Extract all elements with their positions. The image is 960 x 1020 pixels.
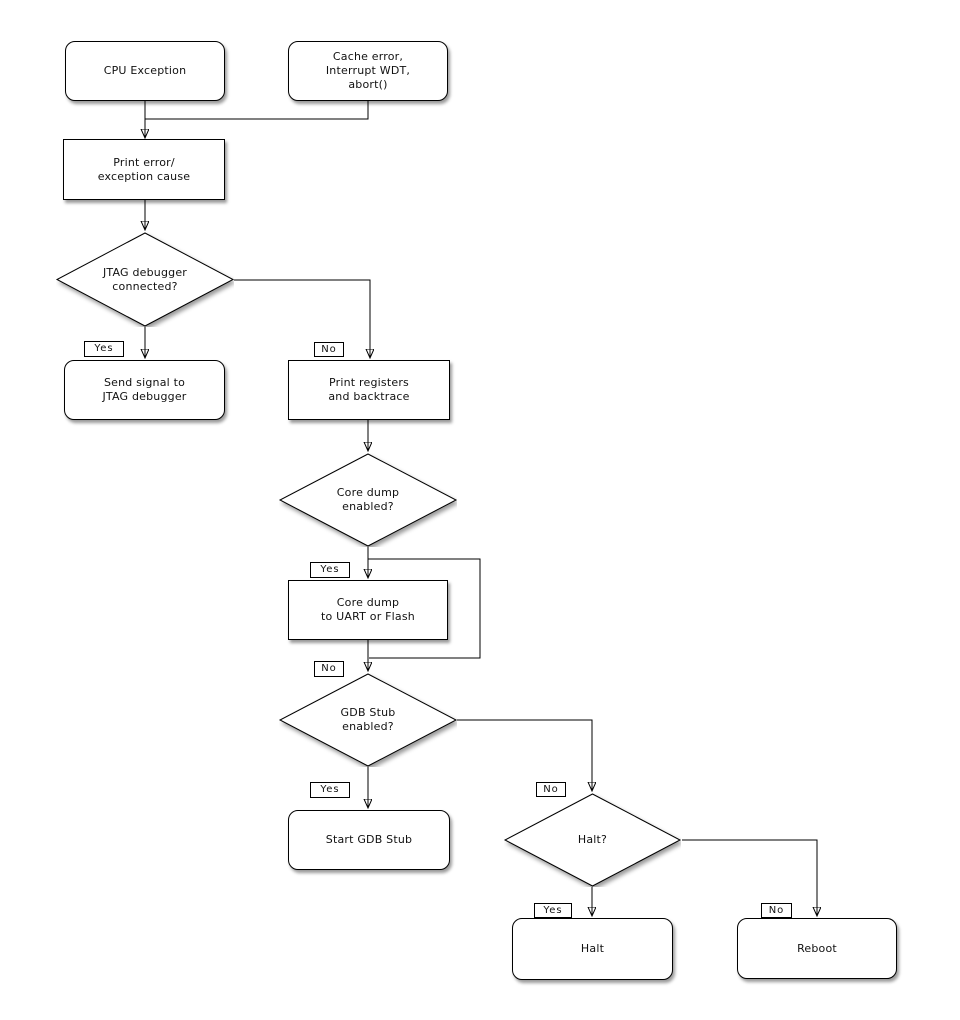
node-cpu-exception: CPU Exception bbox=[65, 41, 225, 101]
node-gdb-stub-enabled: GDB Stub enabled? bbox=[279, 673, 457, 767]
node-print-registers: Print registers and backtrace bbox=[288, 360, 450, 420]
node-print-error-label: Print error/ exception cause bbox=[97, 155, 191, 183]
node-halt: Halt bbox=[512, 918, 673, 980]
diamond-shape bbox=[504, 793, 681, 887]
node-start-gdb-stub-label: Start GDB Stub bbox=[325, 833, 413, 846]
node-halt-question-label: Halt? bbox=[577, 833, 608, 846]
edge-core-dump-no-bypass bbox=[368, 558, 481, 659]
diamond-shape bbox=[56, 232, 234, 327]
node-jtag-connected: JTAG debugger connected? bbox=[56, 232, 234, 327]
node-core-dump-label: Core dump to UART or Flash bbox=[321, 596, 415, 623]
edge-label-halt-yes: Yes bbox=[534, 903, 572, 918]
diamond-shape bbox=[279, 673, 457, 767]
edge-label-gdb-no: No bbox=[536, 782, 566, 797]
edge-halt-no-to-reboot bbox=[682, 839, 817, 916]
edge-gdb-no-to-halt-question bbox=[457, 719, 592, 791]
node-cpu-exception-label: CPU Exception bbox=[103, 64, 187, 77]
node-start-gdb-stub: Start GDB Stub bbox=[288, 810, 450, 870]
edge-jtag-no-to-print-registers bbox=[234, 279, 370, 358]
edge-label-gdb-yes: Yes bbox=[310, 782, 350, 798]
node-gdb-stub-enabled-label: GDB Stub enabled? bbox=[340, 706, 396, 733]
node-reboot-label: Reboot bbox=[797, 941, 837, 955]
edge-label-core-dump-yes: Yes bbox=[310, 562, 350, 578]
node-print-error: Print error/ exception cause bbox=[63, 139, 225, 200]
node-halt-question: Halt? bbox=[504, 793, 681, 887]
edge-label-jtag-yes: Yes bbox=[84, 341, 124, 357]
edge-label-core-dump-no: No bbox=[314, 661, 344, 677]
node-halt-label: Halt bbox=[580, 942, 605, 955]
node-cache-error-label: Cache error, Interrupt WDT, abort() bbox=[325, 50, 411, 91]
node-cache-error: Cache error, Interrupt WDT, abort() bbox=[288, 41, 448, 101]
edge-label-jtag-no: No bbox=[314, 342, 344, 357]
node-core-dump-enabled: Core dump enabled? bbox=[279, 453, 457, 547]
node-reboot: Reboot bbox=[737, 918, 897, 979]
node-core-dump-enabled-label: Core dump enabled? bbox=[336, 486, 400, 513]
node-print-registers-label: Print registers and backtrace bbox=[328, 376, 410, 403]
diamond-shape bbox=[279, 453, 457, 547]
node-jtag-connected-label: JTAG debugger connected? bbox=[102, 265, 188, 293]
edge-cache-error-to-print-error bbox=[145, 100, 369, 120]
node-send-signal: Send signal to JTAG debugger bbox=[64, 360, 225, 420]
node-send-signal-label: Send signal to JTAG debugger bbox=[102, 376, 187, 403]
node-core-dump: Core dump to UART or Flash bbox=[288, 580, 448, 640]
edge-label-halt-no: No bbox=[761, 903, 792, 918]
